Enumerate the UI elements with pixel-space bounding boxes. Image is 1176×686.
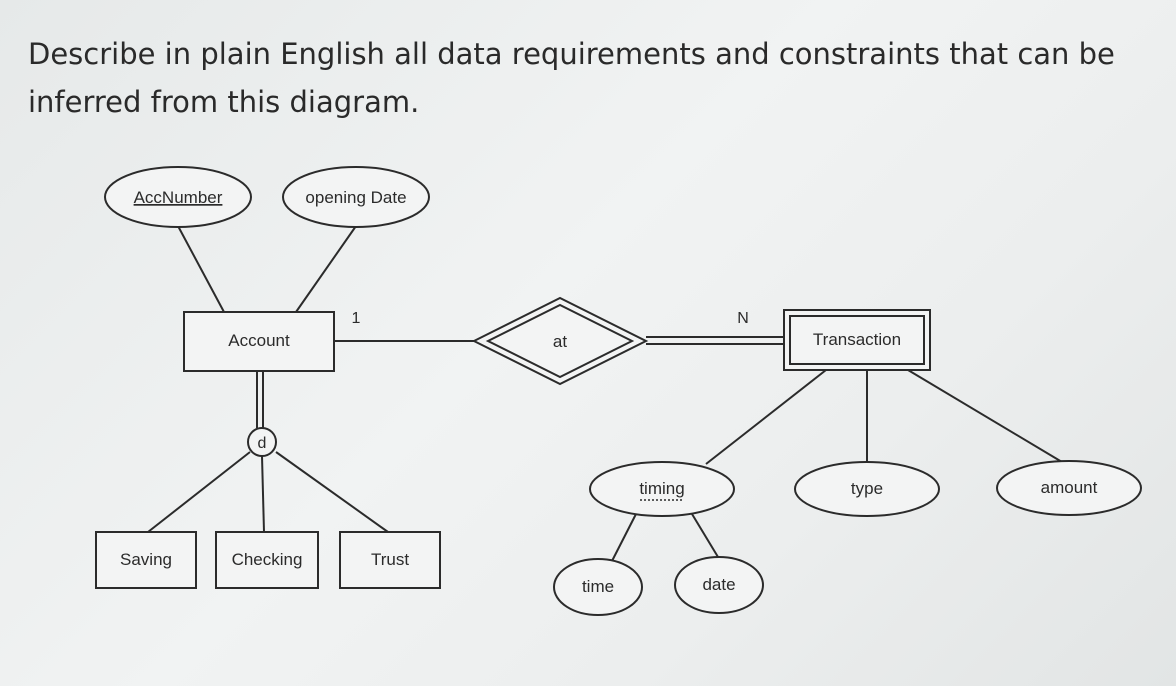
acc-number-connector xyxy=(177,225,225,313)
svg-text:at: at xyxy=(553,332,567,351)
trust-specialization-line xyxy=(275,451,389,533)
date-connector xyxy=(691,513,719,558)
relationship-at: at xyxy=(471,296,649,386)
account-specialization-double-line xyxy=(256,371,264,428)
disjoint-specialization-circle: d xyxy=(247,427,277,457)
svg-text:AccNumber: AccNumber xyxy=(134,188,223,207)
svg-text:d: d xyxy=(258,435,267,452)
amount-connector xyxy=(907,369,1063,463)
svg-text:Trust: Trust xyxy=(371,550,409,569)
svg-text:type: type xyxy=(851,479,883,498)
attribute-amount: amount xyxy=(996,460,1142,516)
entity-checking: Checking xyxy=(215,531,319,589)
timing-connector xyxy=(705,369,827,465)
attribute-time: time xyxy=(553,558,643,616)
entity-saving: Saving xyxy=(95,531,197,589)
svg-text:date: date xyxy=(702,575,735,594)
entity-transaction: Transaction xyxy=(783,309,931,371)
svg-text:Account: Account xyxy=(228,331,290,350)
checking-specialization-line xyxy=(261,455,265,533)
attribute-timing: timing xyxy=(589,461,735,517)
cardinality-account: 1 xyxy=(352,310,361,327)
entity-trust: Trust xyxy=(339,531,441,589)
attribute-opening-date: opening Date xyxy=(282,166,430,228)
svg-text:time: time xyxy=(582,577,614,596)
cardinality-transaction: N xyxy=(737,310,749,327)
opening-date-connector xyxy=(295,225,357,313)
svg-text:amount: amount xyxy=(1041,478,1098,497)
time-connector xyxy=(611,513,637,562)
svg-text:opening Date: opening Date xyxy=(305,188,406,207)
transaction-at-double-line xyxy=(646,336,784,345)
svg-text:Transaction: Transaction xyxy=(813,330,901,349)
svg-text:Checking: Checking xyxy=(232,550,303,569)
entity-account: Account xyxy=(183,311,335,372)
attribute-type: type xyxy=(794,461,940,517)
question-text: Describe in plain English all data requi… xyxy=(28,37,1115,119)
svg-text:Saving: Saving xyxy=(120,550,172,569)
svg-text:timing: timing xyxy=(639,479,684,498)
saving-specialization-line xyxy=(147,451,251,533)
attribute-date: date xyxy=(674,556,764,614)
attribute-acc-number: AccNumber xyxy=(104,166,252,228)
